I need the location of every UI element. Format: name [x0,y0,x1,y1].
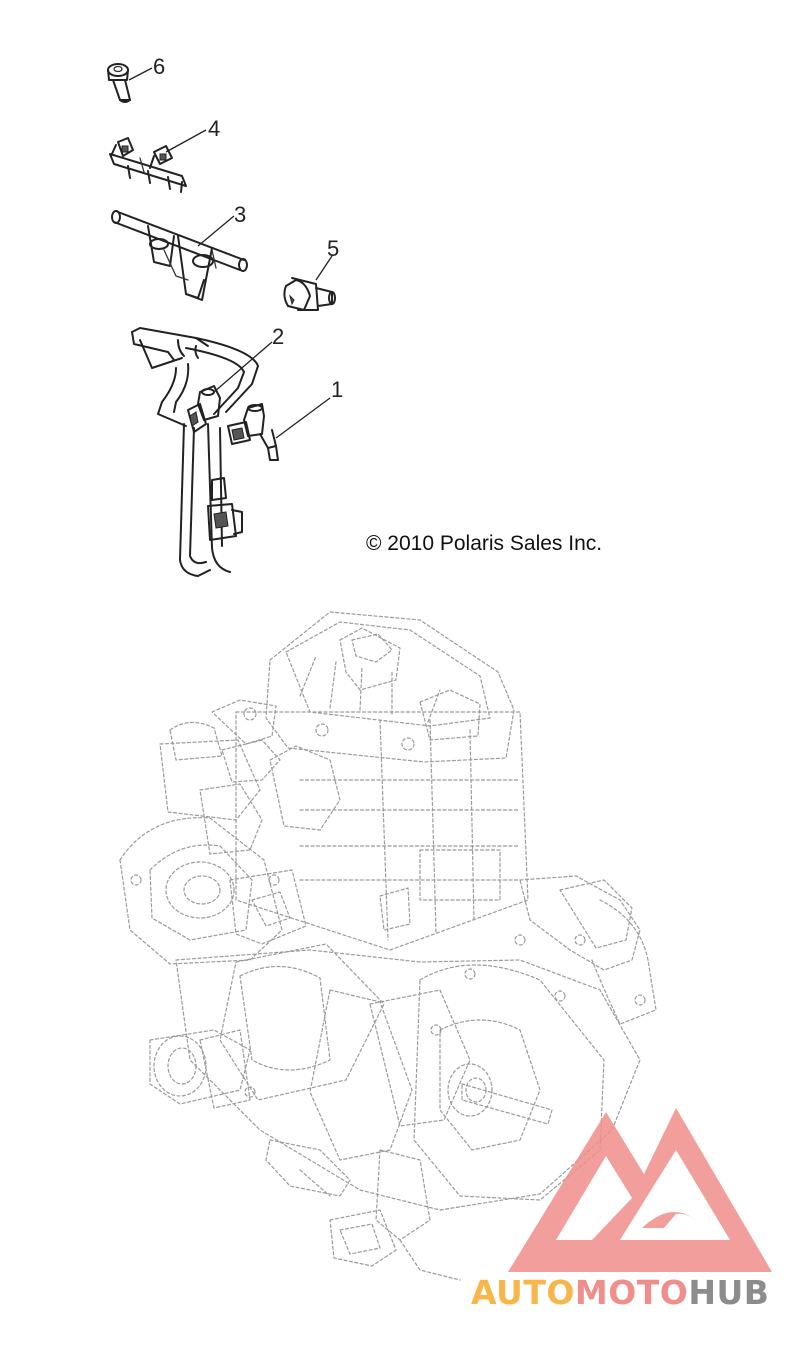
copyright-notice: © 2010 Polaris Sales Inc. [366,532,603,555]
fuel-injector-part[interactable] [187,385,279,541]
brand-hub: HUB [688,1273,770,1312]
callout-label: 2 [272,324,284,349]
callout-1: 1 [275,377,343,439]
callout-label: 6 [153,54,165,79]
callout-label: 1 [331,377,343,402]
bolt-part[interactable] [107,63,131,103]
callout-label: 4 [208,116,220,141]
brand-moto: MOTO [574,1273,689,1312]
callout-label: 5 [327,236,339,261]
callout-label: 3 [234,202,246,227]
fuel-rail-clip-part[interactable] [109,137,187,193]
pressure-regulator-part[interactable] [283,277,336,311]
callout-5: 5 [315,236,339,281]
fuel-rail-part[interactable] [111,210,248,301]
callout-6: 6 [128,54,165,81]
fuel-hose-part[interactable] [131,327,259,577]
automotohub-logo-icon [508,1108,772,1272]
callout-3: 3 [197,202,246,247]
brand-auto: AUTO [471,1273,575,1312]
callout-4: 4 [165,116,220,153]
engine-outline [119,611,657,1281]
automotohub-wordmark: AUTOMOTOHUB [471,1273,769,1312]
callout-2: 2 [213,324,284,393]
